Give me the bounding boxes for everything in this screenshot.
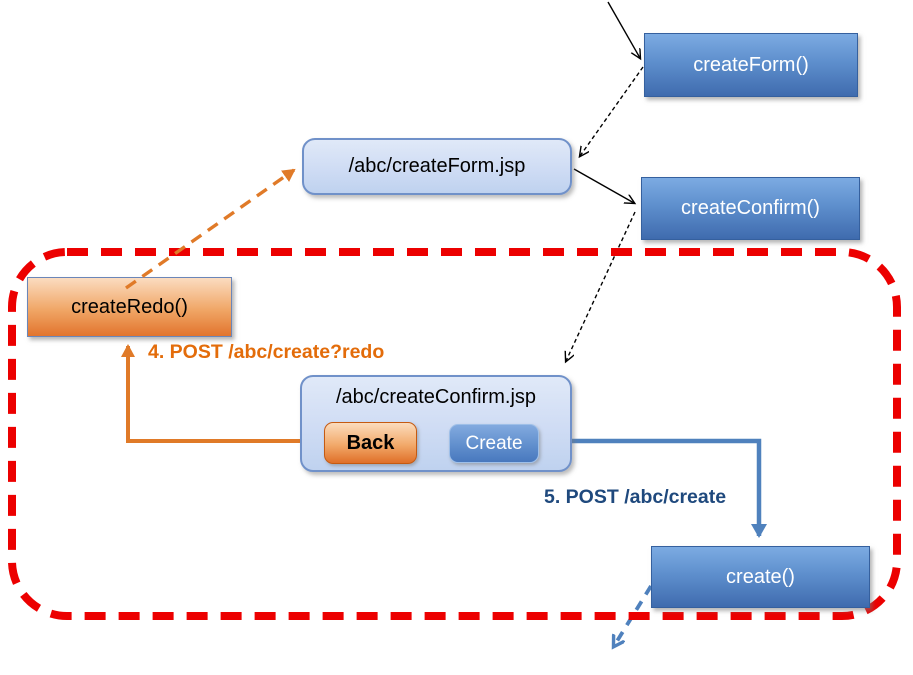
back-button-label: Back [346,431,395,454]
edge-label-post-redo: 4. POST /abc/create?redo [148,341,385,363]
arrow-request-to-createform [607,1,640,58]
arrow-create-response [614,585,653,646]
node-createform-label: createForm() [693,53,809,76]
node-createconfirm-handler: createConfirm() [641,177,860,240]
arrow-formjsp-to-createconfirm [573,168,634,203]
create-button[interactable]: Create [449,424,539,463]
node-createform-jsp-label: /abc/createForm.jsp [348,155,526,177]
node-createredo-label: createRedo() [71,295,188,318]
node-createform-handler: createForm() [644,33,858,97]
arrow-createconfirm-to-confirmjsp [566,211,636,361]
edge-label-post-create: 5. POST /abc/create [544,486,727,508]
create-button-label: Create [465,432,523,454]
node-createconfirm-jsp: /abc/createConfirm.jsp Back Create [300,375,572,472]
node-create-handler: create() [651,546,870,608]
node-createconfirm-label: createConfirm() [681,197,820,219]
arrow-createform-to-formjsp [580,66,644,156]
node-create-label: create() [726,565,795,588]
node-createconfirm-jsp-label: /abc/createConfirm.jsp [335,386,537,408]
arrow-createredo-to-formjsp [125,168,296,290]
node-createform-jsp: /abc/createForm.jsp [302,138,572,195]
back-button[interactable]: Back [324,422,417,464]
node-createredo-handler: createRedo() [27,277,232,337]
